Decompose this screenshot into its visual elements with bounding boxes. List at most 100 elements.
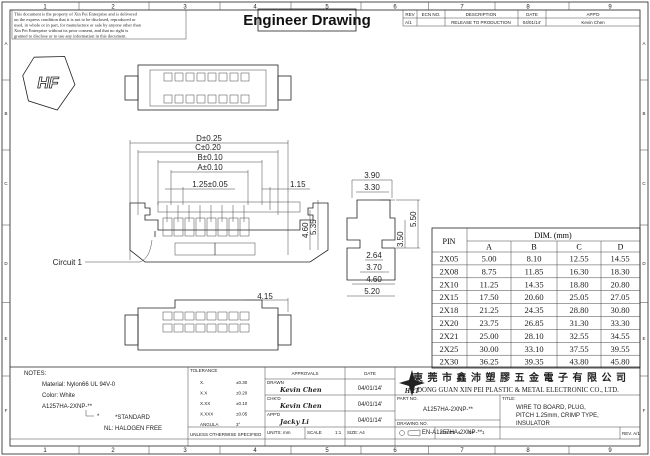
pin-cavity (240, 72, 250, 82)
grid-col-label: 8 (526, 448, 530, 454)
pin-cavity (196, 94, 206, 104)
pin-cavity (229, 94, 239, 104)
note-standard: *STANDARD (115, 415, 151, 421)
tolerance-format: X. (200, 380, 204, 385)
description-header: DESCRIPTION (466, 12, 497, 17)
table-cell: 20.80 (610, 279, 629, 289)
dim-4-60-side: 4.60 (366, 275, 382, 284)
pin-window (228, 311, 239, 321)
drawing-no-value: EN-A1257HA-2XNP-** (422, 430, 483, 436)
table-cell: 39.55 (610, 344, 629, 354)
dim-a: A±0.10 (197, 163, 223, 172)
dim-5-50: 5.50 (409, 211, 418, 227)
side-view: 3.90 3.30 3.50 5.50 2.64 3.70 4.60 5.20 (346, 171, 420, 297)
pin-window (206, 311, 217, 321)
tolerance-format: ANGULA (200, 422, 219, 427)
approvals-title: APPROVALS (292, 371, 319, 376)
col-header-d: D (618, 243, 624, 252)
pin-cavity (163, 94, 173, 104)
pin-cavity (163, 72, 173, 82)
front-view (129, 201, 329, 263)
dim-b: B±0.10 (197, 153, 223, 162)
pin-window (173, 311, 184, 321)
tolerance-value: ±0.30 (236, 380, 248, 385)
pin-contact (184, 217, 195, 237)
table-cell: 30.80 (610, 305, 629, 315)
pin-window (206, 323, 217, 333)
tolerance-footer: UNLESS OTHERWISE SPECIFIED (190, 432, 262, 437)
table-cell: 27.05 (610, 292, 629, 302)
note-color: Color: White (42, 393, 76, 399)
dim-header: DIM. (mm) (534, 231, 572, 240)
description-value: RELEASE TO PRODUCTION (451, 20, 511, 25)
appd-value: Kevin Chen (581, 20, 605, 25)
date-header: DATE (526, 12, 538, 17)
grid-col-label: 9 (608, 5, 612, 11)
note-material: Material: Nylon66 UL 94V-0 (42, 382, 116, 388)
dim-5-35: 5.35 (309, 219, 318, 235)
table-cell: 45.80 (610, 357, 629, 367)
sheet-label: SHEET (440, 430, 455, 435)
disclaimer-line: This document is the property of Xin Pei… (14, 12, 138, 17)
grid-col-label: 7 (460, 5, 464, 11)
disclaimer-line: used, in whole or in part, for manufactu… (14, 23, 142, 29)
pin-contact (195, 217, 206, 237)
table-cell: 34.55 (610, 331, 629, 341)
units: UNITS: mm (267, 430, 291, 435)
col-header-c: C (576, 243, 581, 252)
table-cell: 25.00 (479, 331, 498, 341)
pin-window (184, 323, 195, 333)
tolerance-title: TOLERANCE (190, 368, 217, 373)
table-cell: 21.25 (479, 305, 498, 315)
grid-row-label: F (5, 408, 8, 413)
top-view (124, 64, 292, 111)
pin-header: PIN (443, 237, 456, 246)
table-cell: 36.25 (479, 357, 498, 367)
table-cell: 18.80 (569, 279, 588, 289)
drawn-signature: Kevin Chen (279, 386, 322, 394)
drawing-no-label: DRAWING NO. (397, 421, 428, 426)
table-cell: 5.00 (482, 254, 497, 264)
table-cell: 39.35 (524, 357, 543, 367)
notes-title: NOTES: (24, 371, 47, 377)
table-cell: 2X05 (440, 254, 459, 264)
table-cell: 2X21 (440, 331, 459, 341)
col-header-b: B (531, 243, 536, 252)
drawn-date: 04/01/14' (358, 386, 383, 392)
disclaimer-text: This document is the property of Xin Pei… (14, 12, 142, 39)
grid-col-label: 5 (325, 448, 329, 454)
grid-col-label: 7 (460, 448, 464, 454)
table-cell: 2X08 (440, 266, 459, 276)
table-cell: 32.55 (569, 331, 588, 341)
pin-contact (162, 217, 173, 237)
date-title: DATE (364, 371, 376, 376)
pin-window (162, 323, 173, 333)
col-header-a: A (486, 243, 492, 252)
table-cell: 12.55 (569, 254, 588, 264)
dim-pitch: 1.25±0.05 (192, 180, 228, 189)
grid-col-label: 5 (325, 5, 329, 11)
front-dimensions: D±0.25 C±0.20 B±0.10 A±0.10 1.25±0.05 1.… (129, 134, 395, 260)
tolerance-format: X.XX (200, 401, 210, 406)
dim-3-70: 3.70 (366, 263, 382, 272)
table-cell: 37.55 (569, 344, 588, 354)
pin-window (239, 311, 250, 321)
grid-col-label: 2 (111, 5, 115, 11)
pin-cavity (185, 72, 195, 82)
pin-cavity (196, 72, 206, 82)
approved-label: APP'D (267, 412, 281, 417)
dim-2-64: 2.64 (366, 251, 382, 260)
checked-date: 04/01/14' (358, 402, 383, 408)
rev-header: REV (405, 12, 414, 17)
company-logo: HRT (399, 370, 425, 396)
grid-row-label: C (642, 181, 646, 186)
note-star: * (97, 414, 100, 420)
table-cell: 31.30 (569, 318, 588, 328)
grid-row-label: A (642, 41, 645, 46)
date-value: 04/01/14' (523, 20, 542, 25)
title-block: NOTES: Material: Nylon66 UL 94V-0 Color:… (10, 366, 640, 446)
pin-window (217, 311, 228, 321)
